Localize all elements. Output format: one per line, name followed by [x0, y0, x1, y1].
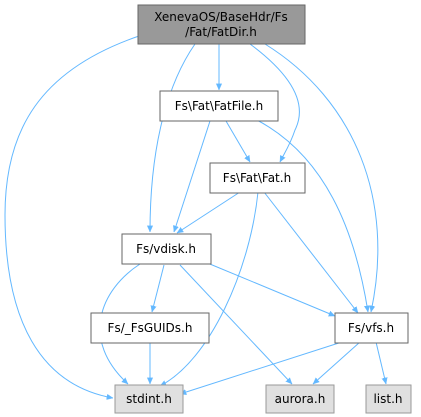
edge-fat-stdint	[160, 191, 259, 387]
edge-root-stdint	[4, 35, 140, 398]
edge-fatfile-fat	[225, 120, 251, 162]
node-stdint-label: stdint.h	[126, 392, 172, 406]
node-root-label-line1: XenevaOS/BaseHdr/Fs	[154, 10, 288, 24]
nodes: XenevaOS/BaseHdr/Fs /Fat/FatDir.h Fs\Fat…	[90, 4, 412, 414]
node-aurora-label: aurora.h	[275, 392, 326, 406]
node-aurora[interactable]: aurora.h	[265, 384, 335, 414]
node-root-label-line2: /Fat/FatDir.h	[185, 25, 257, 39]
node-root[interactable]: XenevaOS/BaseHdr/Fs /Fat/FatDir.h	[137, 4, 306, 45]
node-stdint[interactable]: stdint.h	[114, 384, 184, 414]
node-vfs[interactable]: Fs/vfs.h	[334, 312, 409, 344]
edge-vfs-stdint	[180, 340, 346, 394]
edge-fat-vdisk	[177, 191, 241, 234]
node-fatfile-label: Fs\Fat\FatFile.h	[175, 99, 263, 113]
edge-root-vdisk	[150, 43, 196, 232]
node-list[interactable]: list.h	[365, 384, 412, 414]
node-fat-label: Fs\Fat\Fat.h	[223, 171, 291, 185]
edge-vdisk-fsguids	[152, 264, 165, 312]
edge-fat-vfs	[263, 191, 359, 313]
node-fatfile[interactable]: Fs\Fat\FatFile.h	[159, 90, 279, 122]
node-fsguids[interactable]: Fs/_FsGUIDs.h	[90, 312, 210, 344]
edge-root-fat	[249, 43, 300, 162]
node-vfs-label: Fs/vfs.h	[348, 321, 394, 335]
node-fsguids-label: Fs/_FsGUIDs.h	[108, 321, 193, 335]
edge-vdisk-vfs	[204, 261, 335, 317]
node-vdisk[interactable]: Fs/vdisk.h	[121, 233, 212, 265]
edge-fatfile-vfs	[254, 118, 368, 312]
edge-vfs-aurora	[312, 341, 361, 385]
edge-root-vfs	[264, 43, 379, 312]
edge-vfs-list	[375, 341, 386, 384]
node-list-label: list.h	[373, 392, 402, 406]
node-vdisk-label: Fs/vdisk.h	[136, 242, 196, 256]
node-fat[interactable]: Fs\Fat\Fat.h	[209, 162, 306, 194]
edge-fatfile-vdisk	[174, 120, 211, 232]
edges	[4, 35, 386, 398]
